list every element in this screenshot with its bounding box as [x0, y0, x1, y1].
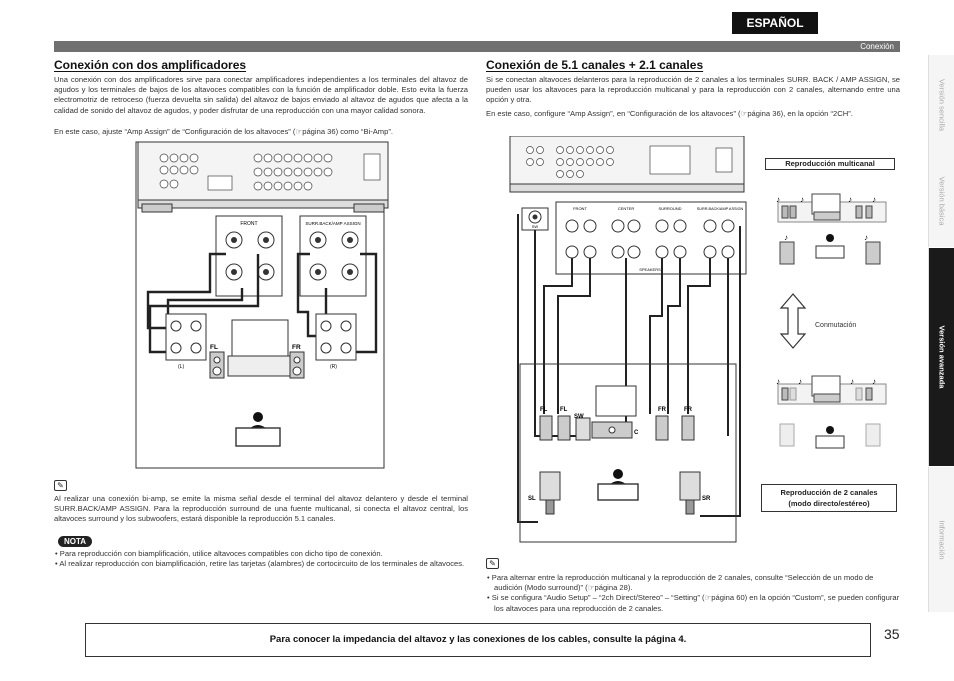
nota-item: • Para reproducción con biamplificación,…: [55, 549, 383, 558]
note-pencil-icon: ✎: [54, 480, 67, 491]
listener-head: [613, 469, 623, 479]
left-speaker-terminals: [165, 313, 207, 361]
footer-reference-box: Para conocer la impedancia del altavoz y…: [85, 623, 871, 657]
right-intro-setting: En este caso, configure “Amp Assign”, en…: [486, 109, 853, 118]
right-note-item: • Para alternar entre la reproducción mu…: [487, 573, 874, 593]
surr-back-terminal-block: [299, 215, 367, 297]
sl-label: SL: [528, 496, 536, 502]
sr-label: SR: [702, 496, 711, 502]
two-channel-label-2: (modo directo/estéreo): [788, 499, 870, 508]
svg-text:♪: ♪: [800, 195, 804, 204]
side-tab-label: Versión sencilla: [937, 78, 946, 132]
surr-back-terminal-label: SURR.BACK/AMP ASSIGN: [305, 221, 360, 226]
two-channel-layout-diagram: ♪ ♪ ♪ ♪: [776, 375, 887, 449]
section-bar: Conexión: [54, 41, 900, 52]
front-terminal-label: FRONT: [573, 206, 587, 211]
note-pencil-icon: ✎: [486, 558, 499, 569]
svg-text:♪: ♪: [848, 195, 852, 204]
sw-jack-label: SW: [532, 224, 539, 229]
fl-speaker-2: [557, 415, 571, 441]
subwoofer: [575, 417, 591, 441]
side-tab-informacion[interactable]: Información: [928, 467, 954, 612]
tv-screen: [231, 319, 289, 357]
multichannel-layout-diagram: ♪ ♪ ♪ ♪ ♪ ♪: [776, 193, 887, 265]
surround-terminal-label: SURROUND: [658, 206, 681, 211]
right-section-title: Conexión de 5.1 canales + 2.1 canales: [486, 58, 704, 72]
side-tab-label: Información: [937, 519, 946, 560]
side-tab-label: Versión avanzada: [937, 325, 946, 389]
two-channel-label-1: Reproducción de 2 canales: [780, 488, 878, 497]
power-inlet: [363, 153, 381, 181]
bi-amp-connection-diagram: FRONT SURR.BACK/AMP ASSIGN FL FR (L) (R): [135, 141, 389, 469]
right-intro-text: Si se conectan altavoces delanteros para…: [486, 75, 900, 105]
fl-label-1: FL: [540, 407, 548, 413]
language-tab: ESPAÑOL: [732, 12, 818, 34]
side-tab-version-basica[interactable]: Versión básica: [928, 155, 954, 247]
left-section-title: Conexión con dos amplificadores: [54, 58, 247, 72]
left-channel-label: (L): [178, 364, 184, 370]
fr-speaker-1: [655, 415, 669, 441]
side-tab-version-sencilla[interactable]: Versión sencilla: [928, 55, 954, 155]
svg-text:♪: ♪: [784, 233, 788, 242]
speaker-terminal-strip: [555, 201, 747, 275]
left-note-text: Al realizar una conexión bi-amp, se emit…: [54, 494, 468, 524]
fl-speaker-1: [539, 415, 553, 441]
page-number: 35: [884, 626, 900, 642]
left-intro-setting: En este caso, ajuste “Amp Assign” de “Co…: [54, 127, 393, 136]
section-label: Conexión: [860, 42, 894, 51]
surround-right-speaker: [679, 471, 701, 501]
svg-text:♪: ♪: [776, 195, 780, 204]
nota-list: • Para reproducción con biamplificación,…: [54, 549, 468, 569]
two-channel-label-box: Reproducción de 2 canales (modo directo/…: [761, 484, 897, 512]
right-note-list: • Para alternar entre la reproducción mu…: [486, 573, 900, 614]
c-label: C: [634, 430, 639, 436]
svg-text:♪: ♪: [798, 377, 802, 386]
sw-label: SW: [574, 414, 584, 420]
room-outline: [519, 363, 737, 543]
nota-item: • Al realizar reproducción con biamplifi…: [55, 559, 465, 569]
center-terminal-label: CENTER: [618, 206, 635, 211]
side-tab-version-avanzada[interactable]: Versión avanzada: [928, 248, 954, 466]
right-channel-label: (R): [330, 364, 337, 370]
front-terminal-block: [215, 215, 283, 297]
tv-screen: [595, 385, 637, 417]
right-note-item: • Si se configura “Audio Setup” – “2ch D…: [487, 593, 900, 613]
front-terminal-label: FRONT: [240, 221, 257, 227]
right-speaker-terminals: [315, 313, 357, 361]
switch-arrow-icon: [779, 293, 807, 349]
nota-badge: NOTA: [58, 536, 93, 547]
sofa: [235, 427, 281, 447]
speakers-label: SPEAKERS: [639, 267, 661, 272]
fr-label-2: FR: [684, 407, 693, 413]
sofa: [597, 483, 639, 501]
svg-text:♪: ♪: [850, 377, 854, 386]
left-intro-text: Una conexión con dos amplificadores sirv…: [54, 75, 468, 115]
receiver-rear-panel: [509, 136, 745, 185]
power-inlet: [715, 147, 733, 173]
svg-text:♪: ♪: [872, 377, 876, 386]
fr-label: FR: [292, 344, 301, 351]
switch-label: Conmutación: [815, 322, 857, 329]
five-one-connection-diagram: SW FRONT CENTER SURROUND SURR.BACK/AMP A…: [509, 136, 747, 543]
svg-text:♪: ♪: [872, 195, 876, 204]
fl-label: FL: [210, 344, 218, 351]
svg-text:♪: ♪: [864, 233, 868, 242]
fr-label-1: FR: [658, 407, 667, 413]
multichannel-label: Reproducción multicanal: [765, 158, 895, 170]
fl-label-2: FL: [560, 407, 568, 413]
fr-speaker-2: [681, 415, 695, 441]
surround-left-speaker: [539, 471, 561, 501]
svg-text:♪: ♪: [776, 377, 780, 386]
side-tab-label: Versión básica: [937, 176, 946, 226]
surr-back-terminal-label: SURR.BACK/AMP ASSIGN: [697, 207, 744, 211]
listener-head: [253, 412, 263, 422]
